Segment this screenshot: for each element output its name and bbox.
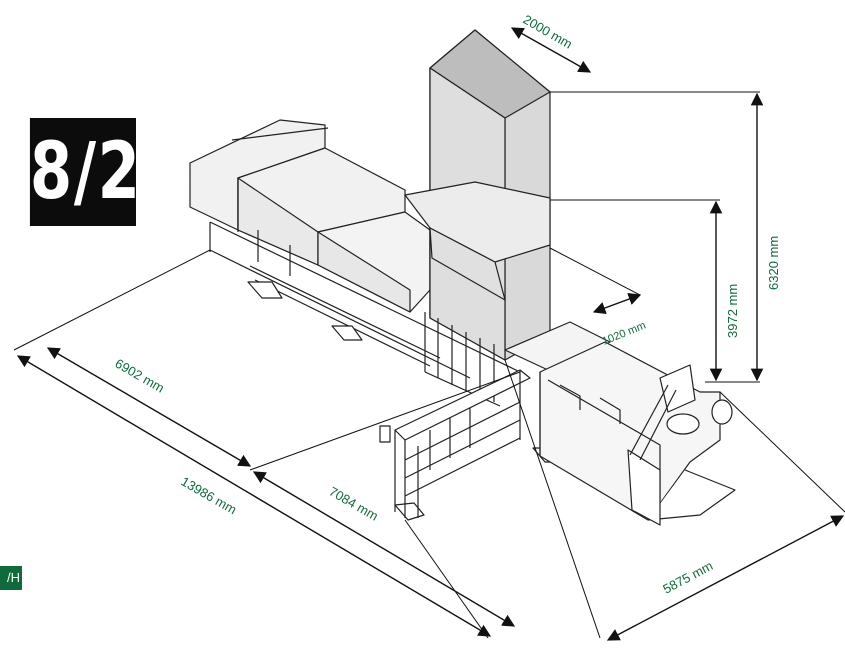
dim-feed-height: 3972 mm [725, 284, 740, 338]
model-badge: 8/2 [29, 118, 140, 226]
dim-total-width: 5875 mm [660, 558, 715, 597]
dim-top-width: 2000 mm [521, 12, 575, 52]
dimension-arrows [16, 27, 845, 641]
corner-tag: /H [0, 566, 22, 590]
dim-total-height: 6320 mm [766, 236, 781, 290]
dim-hopper-depth: 1020 mm [601, 319, 648, 347]
dim-total-length: 13986 mm [179, 474, 240, 518]
dim-front-length: 7084 mm [327, 484, 381, 524]
baler-machine [189, 29, 736, 526]
